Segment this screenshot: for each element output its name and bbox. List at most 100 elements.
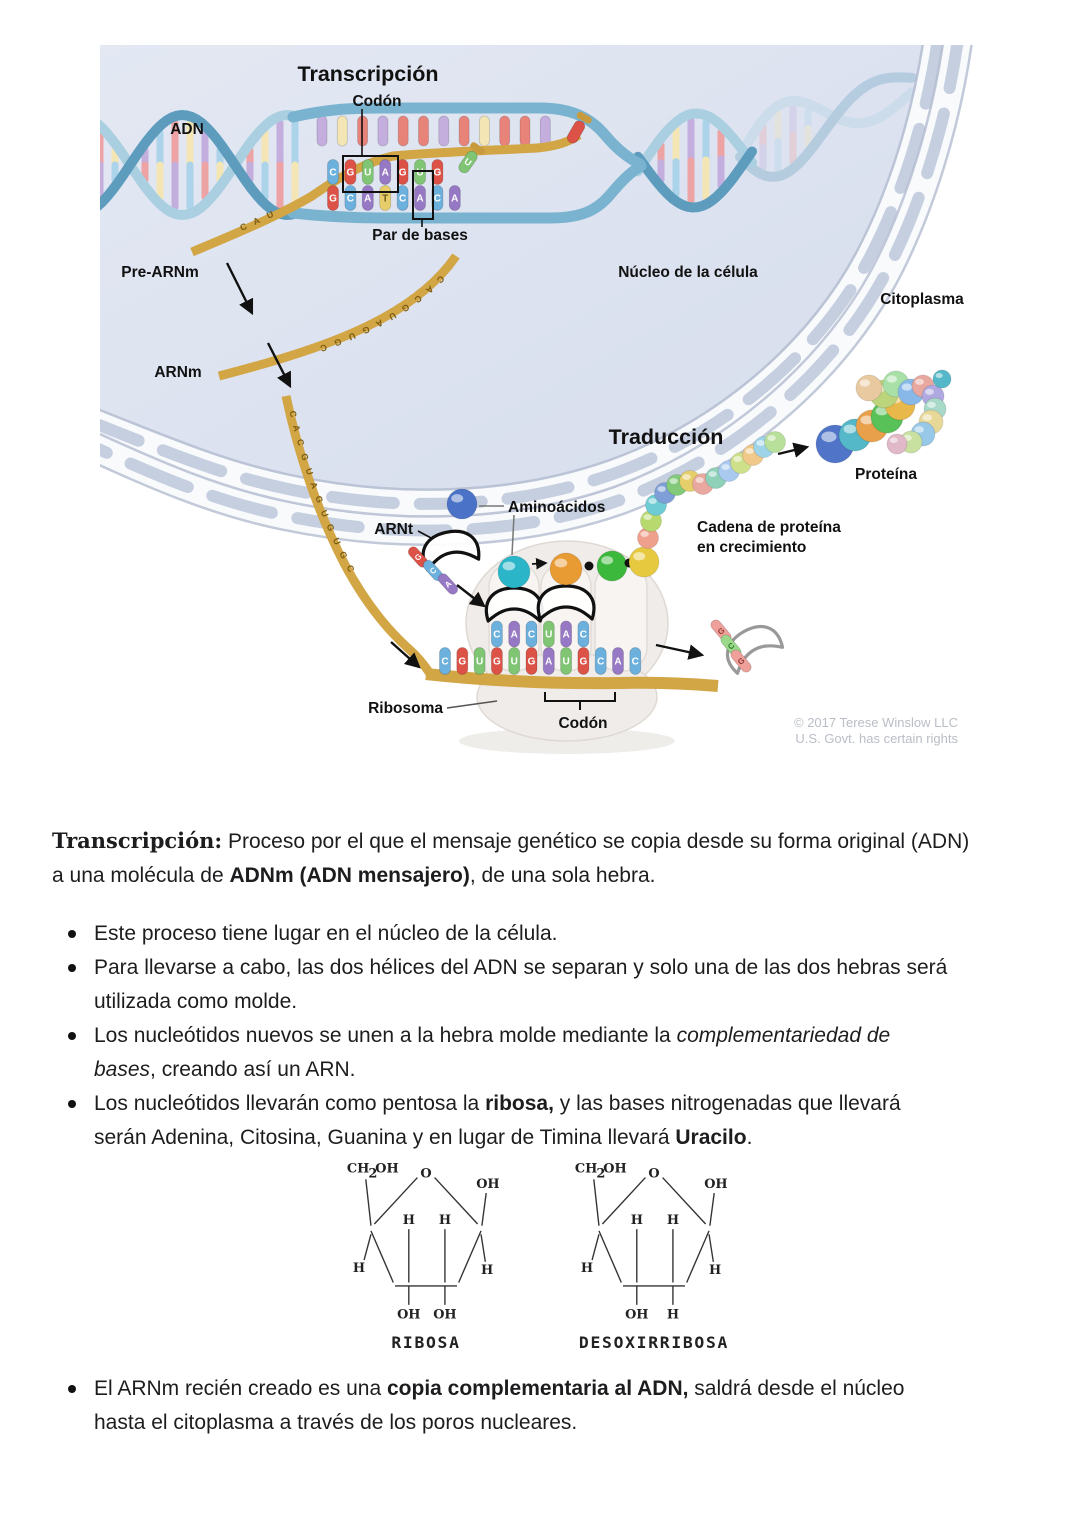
deoxyribose-caption: DESOXIRRIBOSA: [579, 1333, 729, 1352]
base-letter: U: [562, 657, 569, 668]
text-run: Los nucleótidos llevarán como pentosa la: [94, 1092, 486, 1115]
sphere-highlight: [925, 388, 934, 395]
sphere-highlight: [745, 448, 754, 454]
atom-label: H: [631, 1213, 643, 1228]
text-run: Los nucleótidos nuevos se unen a la hebr…: [94, 1024, 677, 1047]
base-pill: [539, 115, 551, 147]
pill-body: [437, 573, 459, 595]
base-pill: [336, 115, 348, 147]
sphere-highlight: [601, 556, 614, 565]
base-pill: U: [542, 620, 555, 648]
mrna-label: ARNm: [154, 364, 201, 381]
base-pair-label: Par de bases: [372, 227, 468, 244]
base-letter: U: [476, 657, 483, 668]
bond-line: [593, 1179, 600, 1226]
base-letter: C: [726, 641, 736, 652]
text-run: saldrá desde el núcleo: [688, 1377, 905, 1400]
nucleus-label: Núcleo de la célula: [618, 264, 758, 281]
base-letter: G: [493, 657, 501, 668]
atom-label: H: [667, 1213, 679, 1228]
bond-line: [708, 1234, 715, 1262]
pill-body: [414, 185, 426, 211]
base-letter: C: [428, 565, 438, 576]
base-pill: A: [508, 620, 521, 648]
sphere-body: [549, 552, 583, 586]
base-pill: G: [490, 647, 503, 675]
base-letter: U: [416, 168, 423, 179]
base-pill: C: [525, 620, 538, 648]
atom-label: OH: [433, 1308, 456, 1323]
base-pill: U: [508, 647, 521, 675]
sphere-highlight: [451, 494, 464, 503]
amino-acid-sphere: [637, 527, 659, 549]
base-letter: U: [462, 156, 473, 168]
text-run: .: [746, 1126, 753, 1149]
dna-strand-front: [633, 146, 757, 213]
base-letter: A: [545, 657, 552, 668]
bullet-item: Los nucleótidos nuevos se unen a la hebr…: [52, 1019, 1037, 1087]
dna-top-strand: [287, 102, 646, 170]
base-letter: G: [716, 626, 727, 637]
pill-body: [560, 620, 573, 648]
pill-body: [629, 647, 642, 675]
base-pill: [478, 115, 490, 147]
sphere-body: [764, 431, 786, 453]
bond-line: [481, 1192, 487, 1226]
text-run: bases: [94, 1058, 151, 1081]
arrow-mrna-to-ribosome: [390, 641, 421, 669]
sphere-body: [628, 546, 660, 578]
arrow-mrna: [266, 342, 292, 389]
sphere-body: [932, 369, 952, 389]
base-pill: G: [344, 159, 357, 185]
text-run: Transcripción:: [52, 828, 223, 853]
base-pill: C: [327, 159, 339, 185]
sphere-highlight: [640, 531, 649, 537]
pill-body: [508, 620, 521, 648]
text-run: ADNm (ADN mensajero): [229, 864, 470, 887]
atom-label: CH: [575, 1161, 597, 1176]
sphere-body: [497, 555, 531, 589]
growing-chain-label-2: en crecimiento: [697, 539, 806, 556]
bullet-item: El ARNm recién creado es una copia compl…: [52, 1372, 1037, 1440]
transcription-definition-paragraph: Transcripción: Proceso por el que el men…: [52, 824, 1037, 893]
aminoacids-label: Aminoácidos: [508, 499, 605, 516]
sphere-highlight: [502, 561, 516, 571]
bond-line: [458, 1230, 482, 1283]
base-pill: G: [327, 185, 339, 211]
adn-label: ADN: [170, 121, 204, 138]
sphere-highlight: [767, 435, 776, 441]
base-letter: A: [562, 630, 569, 641]
proteina-label: Proteína: [855, 466, 917, 483]
base-letter: C: [580, 630, 587, 641]
dna-helix-segment: [100, 109, 301, 221]
trna-body: [484, 586, 544, 623]
nucleus-interior: [100, 45, 938, 504]
amino-acid-sphere: [446, 488, 478, 520]
pill-body: [594, 647, 607, 675]
base-pill: [499, 115, 511, 147]
text-run: Este proceso tiene lugar en el núcleo de…: [94, 922, 558, 945]
text-run: utilizada como molde.: [94, 990, 298, 1013]
base-letter: G: [413, 552, 424, 563]
atom-label: 2: [368, 1167, 377, 1182]
text-run: , de una sola hebra.: [469, 864, 656, 887]
pill-body: [396, 185, 409, 211]
pill-body: [612, 647, 624, 675]
sphere-highlight: [733, 456, 742, 462]
dna-strand-front: [735, 72, 917, 182]
base-pill: C: [577, 620, 590, 648]
atom-label: O: [648, 1167, 659, 1182]
sphere-body: [596, 550, 628, 582]
bond-line: [709, 1192, 715, 1226]
pill-body: [397, 115, 409, 147]
text-run: , creando así un ARN.: [150, 1058, 356, 1081]
sphere-highlight: [843, 424, 857, 434]
sphere-highlight: [708, 471, 717, 477]
atom-label: OH: [476, 1177, 499, 1192]
text-run: El ARNm recién creado es una: [94, 1377, 387, 1400]
arnt-pointer-line: [417, 530, 434, 540]
